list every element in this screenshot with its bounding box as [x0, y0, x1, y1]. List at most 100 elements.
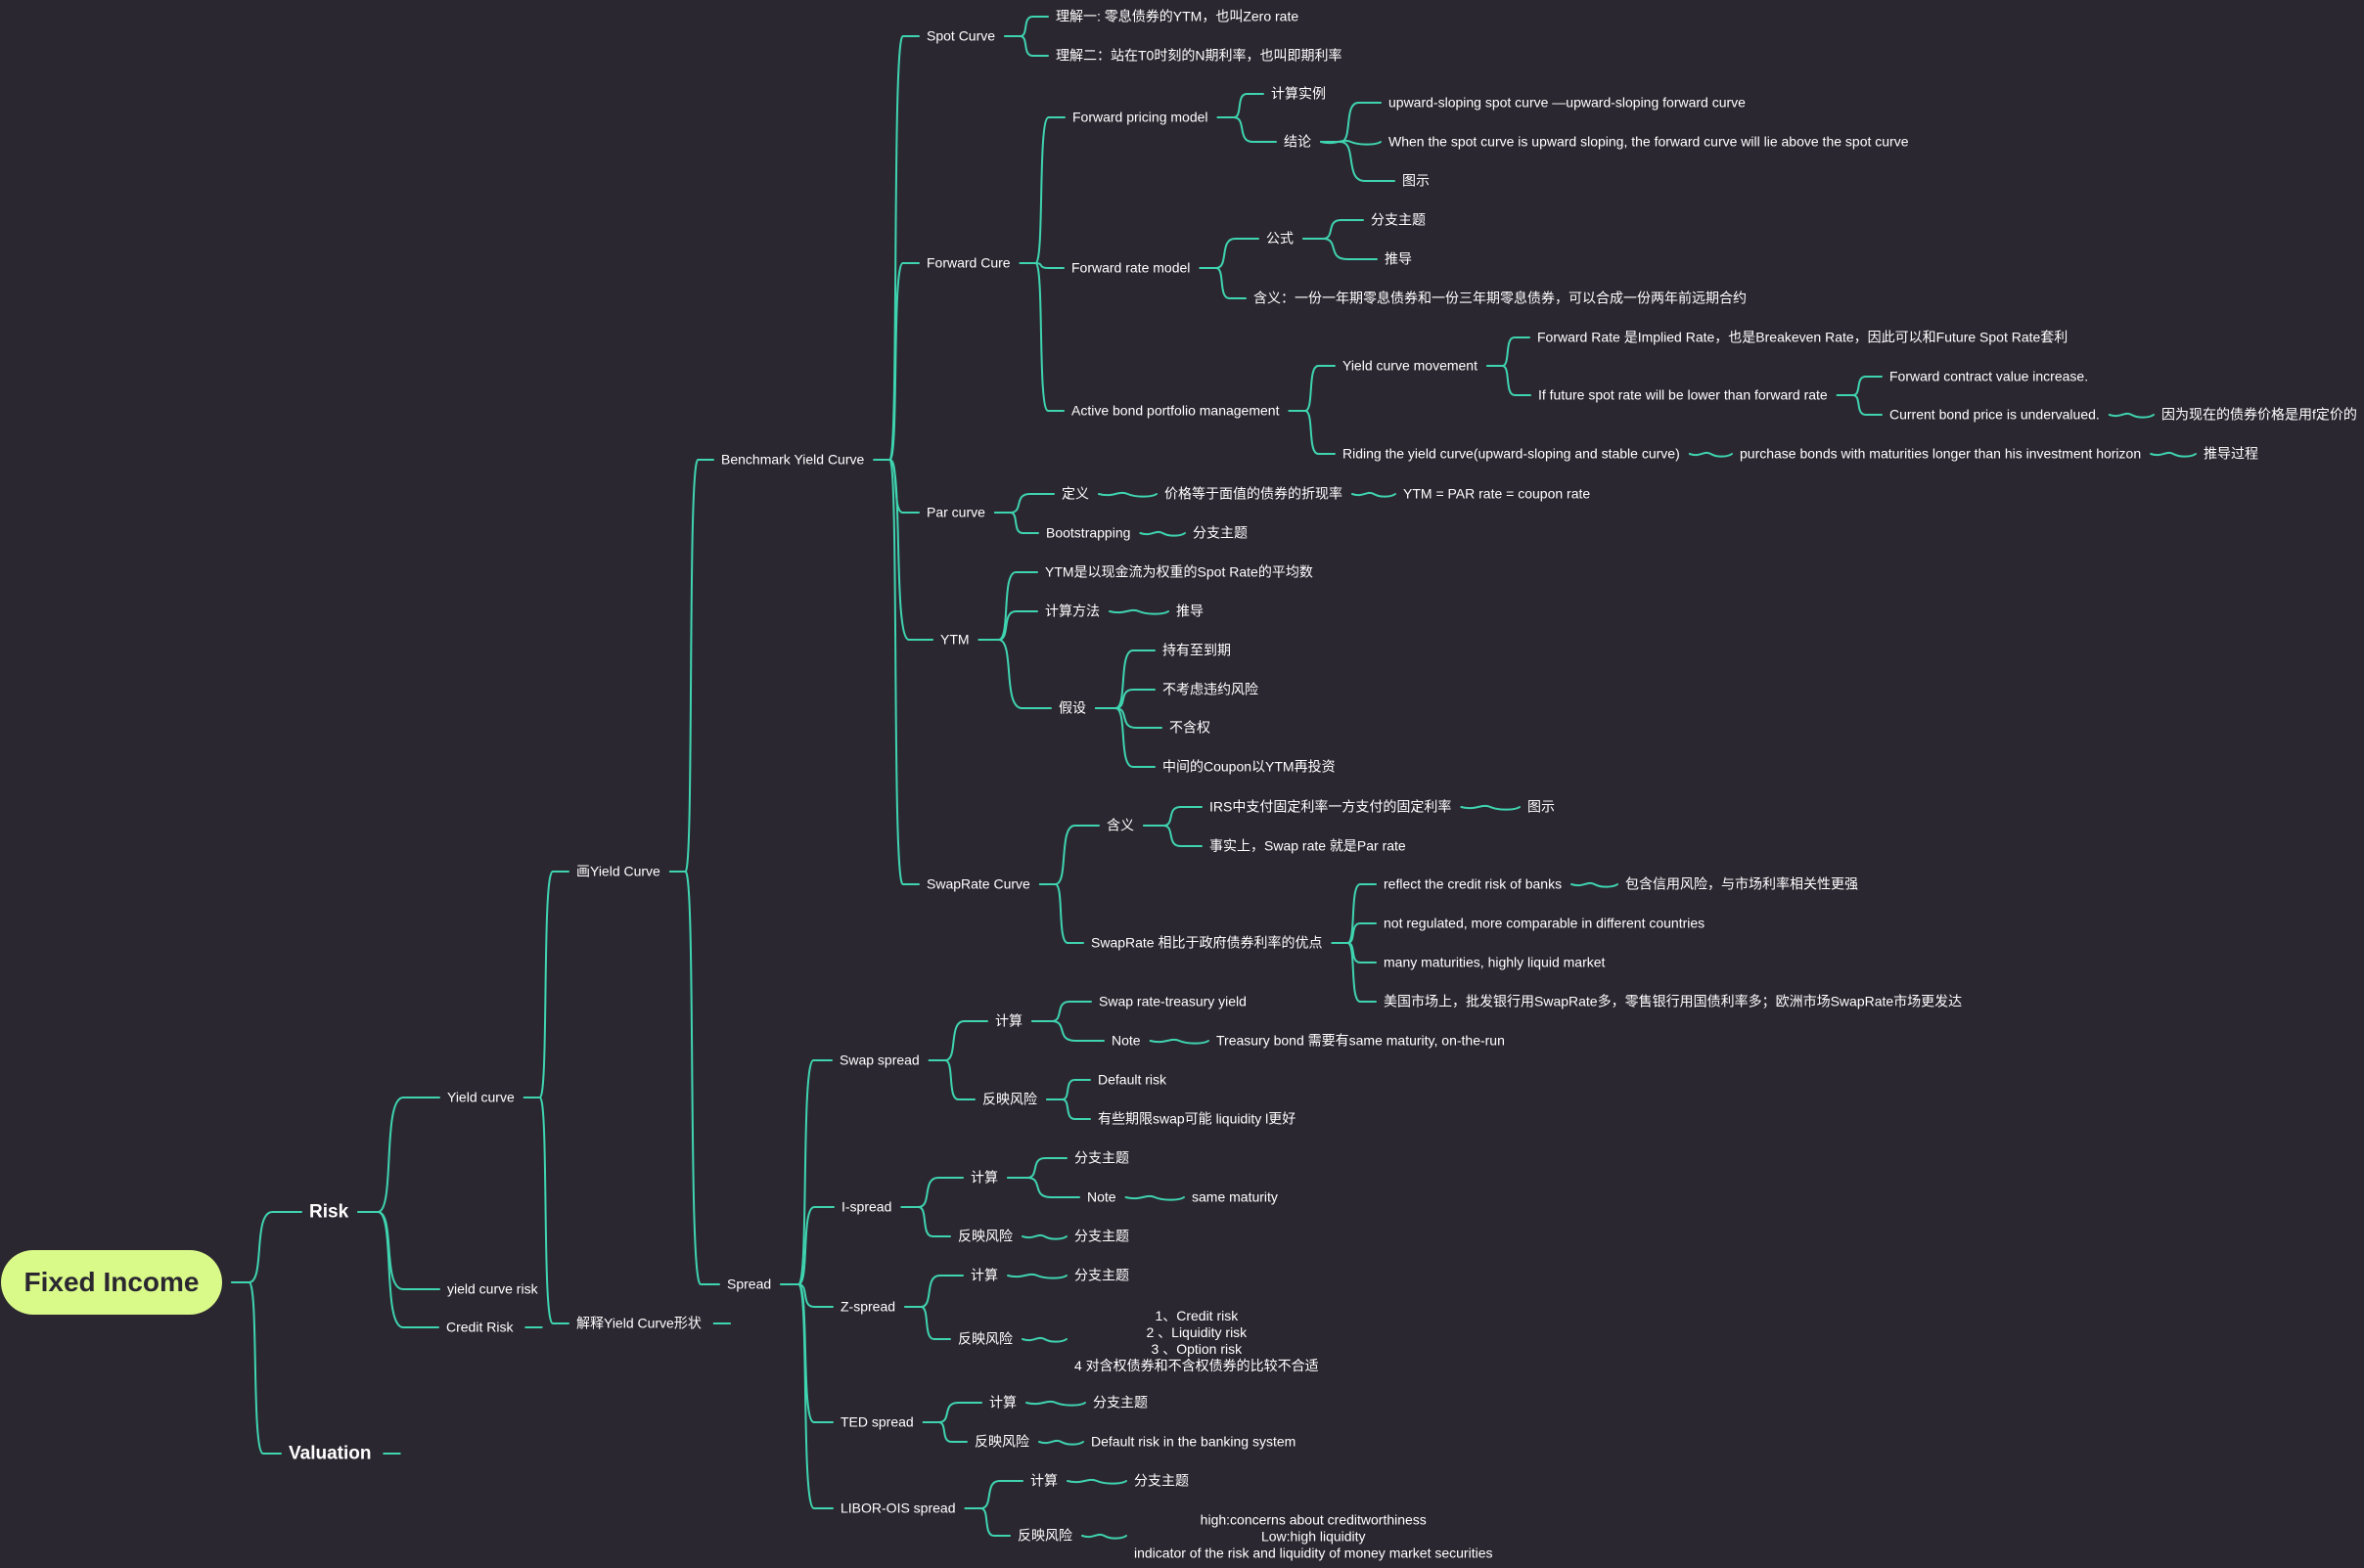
node-riding2[interactable]: 推导过程: [2204, 445, 2258, 462]
node-ss[interactable]: Swap spread: [840, 1052, 920, 1068]
node-loiscalc[interactable]: 计算: [1030, 1472, 1058, 1489]
node-frm[interactable]: Forward rate model: [1071, 259, 1191, 276]
node-a4[interactable]: 中间的Coupon以YTM再投资: [1162, 758, 1336, 775]
node-adv1[interactable]: reflect the credit risk of banks: [1384, 875, 1563, 892]
node-swapadv[interactable]: SwapRate 相比于政府债券利率的优点: [1091, 934, 1323, 951]
node-zs[interactable]: Z-spread: [841, 1298, 896, 1315]
node-a1[interactable]: 持有至到期: [1162, 642, 1231, 658]
node-swapm[interactable]: 含义: [1107, 817, 1134, 833]
node-line: 1、Credit risk: [1155, 1308, 1239, 1323]
node-pardef2[interactable]: YTM = PAR rate = coupon rate: [1403, 485, 1591, 502]
node-cbpu1[interactable]: 因为现在的债券价格是用f定价的: [2161, 406, 2357, 423]
node-zsrisk[interactable]: 反映风险: [958, 1330, 1013, 1347]
node-lois[interactable]: LIBOR-OIS spread: [841, 1500, 956, 1516]
node-tedrisk1[interactable]: Default risk in the banking system: [1091, 1433, 1296, 1450]
node-isnote[interactable]: Note: [1087, 1188, 1116, 1205]
node-valuation[interactable]: Valuation: [289, 1443, 372, 1464]
node-explain[interactable]: 解释Yield Curve形状: [576, 1315, 702, 1331]
node-swap[interactable]: SwapRate Curve: [927, 875, 1030, 892]
node-concl[interactable]: 结论: [1284, 133, 1311, 150]
node-is[interactable]: I-spread: [841, 1198, 892, 1215]
node-isrisk[interactable]: 反映风险: [958, 1228, 1013, 1244]
node-adv2[interactable]: not regulated, more comparable in differ…: [1384, 915, 1705, 931]
node-concl3[interactable]: 图示: [1402, 172, 1430, 189]
node-boot1[interactable]: 分支主题: [1193, 524, 1248, 541]
node-tedrisk[interactable]: 反映风险: [975, 1433, 1029, 1450]
node-spot[interactable]: Spot Curve: [927, 27, 996, 44]
node-spot2[interactable]: 理解二：站在T0时刻的N期利率，也叫即期利率: [1056, 47, 1342, 64]
node-ssrisk2[interactable]: 有些期限swap可能 liquidity l更好: [1098, 1110, 1296, 1127]
node-ycm2[interactable]: If future spot rate will be lower than f…: [1538, 386, 1828, 403]
node-pardef1[interactable]: 价格等于面值的债券的折现率: [1164, 485, 1342, 502]
node-assume[interactable]: 假设: [1059, 699, 1086, 716]
node-yc[interactable]: Yield curve: [447, 1089, 515, 1105]
node-iscalc1[interactable]: 分支主题: [1074, 1149, 1129, 1166]
node-concl1[interactable]: upward-sloping spot curve —upward-slopin…: [1388, 94, 1746, 111]
node-boot[interactable]: Bootstrapping: [1046, 524, 1131, 541]
node-swapm1[interactable]: IRS中支付固定利率一方支付的固定利率: [1209, 798, 1452, 815]
node-draw[interactable]: 画Yield Curve: [576, 863, 660, 879]
node-ssnote1[interactable]: Treasury bond 需要有same maturity, on-the-r…: [1216, 1032, 1505, 1049]
node-ssrisk[interactable]: 反映风险: [982, 1091, 1037, 1107]
connector-pardef-pardef1: [1098, 491, 1158, 498]
node-ytm1[interactable]: YTM是以现金流为权重的Spot Rate的平均数: [1045, 563, 1313, 580]
node-abpm[interactable]: Active bond portfolio management: [1071, 402, 1280, 419]
node-formula1[interactable]: 分支主题: [1371, 211, 1426, 228]
node-pardef[interactable]: 定义: [1062, 485, 1089, 502]
node-spread[interactable]: Spread: [727, 1276, 772, 1292]
node-loisrisk[interactable]: 反映风险: [1018, 1527, 1072, 1544]
node-formula2[interactable]: 推导: [1385, 250, 1412, 267]
node-ssnote[interactable]: Note: [1112, 1032, 1141, 1049]
node-isrisk1[interactable]: 分支主题: [1074, 1228, 1129, 1244]
node-riding1[interactable]: purchase bonds with maturities longer th…: [1740, 445, 2142, 462]
node-a3[interactable]: 不含权: [1169, 719, 1210, 736]
connector-fwd-fpm: [1019, 116, 1066, 264]
node-spot1[interactable]: 理解一: 零息债券的YTM，也叫Zero rate: [1056, 8, 1299, 24]
node-formula[interactable]: 公式: [1266, 230, 1294, 246]
node-zscalc1[interactable]: 分支主题: [1074, 1267, 1129, 1283]
node-sscalc1[interactable]: Swap rate-treasury yield: [1099, 993, 1247, 1009]
node-ssrisk1[interactable]: Default risk: [1098, 1071, 1167, 1088]
node-tedcalc[interactable]: 计算: [989, 1394, 1017, 1411]
node-iscalc[interactable]: 计算: [971, 1169, 998, 1186]
node-sscalc[interactable]: 计算: [995, 1012, 1023, 1029]
node-ycm1[interactable]: Forward Rate 是Implied Rate，也是Breakeven R…: [1537, 329, 2068, 345]
node-riding[interactable]: Riding the yield curve(upward-sloping an…: [1342, 445, 1680, 462]
node-fpm[interactable]: Forward pricing model: [1072, 109, 1208, 125]
node-tedcalc1[interactable]: 分支主题: [1093, 1394, 1148, 1411]
node-swapm1a[interactable]: 图示: [1527, 798, 1555, 815]
node-meaning[interactable]: 含义：一份一年期零息债券和一份三年期零息债券，可以合成一份两年前远期合约: [1253, 290, 1747, 306]
node-concl2[interactable]: When the spot curve is upward sloping, t…: [1388, 133, 1909, 150]
node-cr[interactable]: Credit Risk: [446, 1319, 514, 1335]
node-bench[interactable]: Benchmark Yield Curve: [721, 451, 865, 468]
node-fwd[interactable]: Forward Cure: [927, 254, 1011, 271]
node-fcvi[interactable]: Forward contract value increase.: [1889, 368, 2089, 384]
node-ytm[interactable]: YTM: [940, 631, 970, 648]
node-ytmcalc1[interactable]: 推导: [1176, 603, 1204, 619]
connector-iscalc-isnote: [1007, 1177, 1080, 1198]
node-cbpu[interactable]: Current bond price is undervalued.: [1889, 406, 2100, 423]
node-adv4[interactable]: 美国市场上，批发银行用SwapRate多，零售银行用国债利率多；欧洲市场Swap…: [1384, 993, 1963, 1009]
node-adv1a[interactable]: 包含信用风险，与市场利率相关性更强: [1625, 875, 1858, 892]
connector-spread-is: [780, 1206, 835, 1285]
node-ytmcalc[interactable]: 计算方法: [1045, 603, 1100, 619]
node-a2[interactable]: 不考虑违约风险: [1162, 681, 1258, 697]
node-loiscalc1[interactable]: 分支主题: [1134, 1472, 1189, 1489]
node-par[interactable]: Par curve: [927, 504, 985, 520]
node-swapm2[interactable]: 事实上，Swap rate 就是Par rate: [1209, 837, 1406, 854]
node-ted[interactable]: TED spread: [841, 1413, 914, 1430]
node-zscalc[interactable]: 计算: [971, 1267, 998, 1283]
node-root[interactable]: Fixed Income: [1, 1250, 222, 1315]
node-adv3[interactable]: many maturities, highly liquid market: [1384, 954, 1606, 970]
connector-ssrisk-ssrisk2: [1046, 1098, 1091, 1120]
connector-swapadv-adv3: [1331, 942, 1377, 963]
node-risk[interactable]: Risk: [309, 1201, 349, 1223]
node-isnote1[interactable]: same maturity: [1192, 1188, 1278, 1205]
node-ycm[interactable]: Yield curve movement: [1342, 357, 1478, 374]
node-ycr[interactable]: yield curve risk: [447, 1280, 538, 1297]
connector-spread-ted: [780, 1283, 834, 1423]
node-calc-ex[interactable]: 计算实例: [1271, 85, 1326, 102]
